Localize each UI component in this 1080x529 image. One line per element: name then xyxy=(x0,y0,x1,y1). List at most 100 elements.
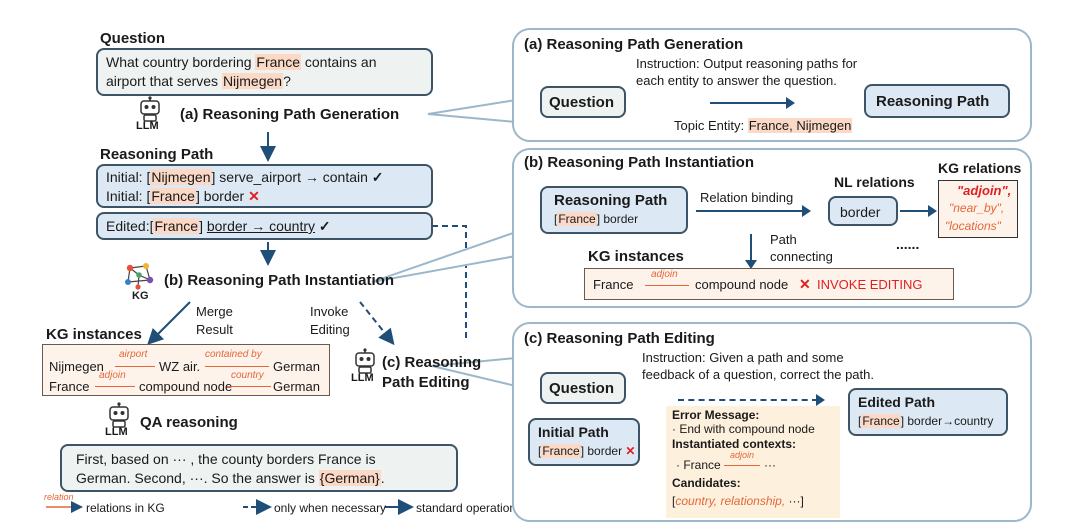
cross-icon: ✕ xyxy=(799,276,811,292)
panel-a-arrow xyxy=(710,102,788,104)
invoke-editing-label: INVOKE EDITING xyxy=(817,277,923,292)
initial-path-value: [France] border ✕ xyxy=(538,444,636,458)
check-icon: ✓ xyxy=(318,218,331,234)
question-text-1a: What country bordering xyxy=(106,54,256,70)
path-connecting-arrow-head xyxy=(745,260,757,269)
kg-relation-locations: "locations" xyxy=(945,219,1001,233)
kg-row1-relation1: airport xyxy=(119,349,148,360)
edited-path-result-box: Edited Path [France] border→country xyxy=(848,388,1008,436)
question-text-1b: contains an xyxy=(300,54,377,70)
llm-label: LLM xyxy=(351,372,374,384)
panel-a-instruction-2: each entity to answer the question. xyxy=(636,73,837,88)
panel-c-dashed-arrow-head xyxy=(816,394,825,406)
llm-robot-icon: LLM xyxy=(136,96,163,136)
panel-c-question-box: Question xyxy=(540,372,626,404)
kg-row1-relation2: contained by xyxy=(205,349,262,360)
panel-b-inst-relation: adjoin xyxy=(651,269,678,280)
kg-relation-adjoin: "adjoin", xyxy=(957,183,1012,198)
merge-label-2: Result xyxy=(196,322,233,337)
qa-reasoning-heading: QA reasoning xyxy=(140,414,238,431)
panel-a-reasoning-path-label: Reasoning Path xyxy=(876,93,990,110)
initial-path-box: Initial Path [France] border ✕ xyxy=(528,418,640,466)
panel-b-rp-relation: border xyxy=(603,212,639,226)
panel-c-dashed-arrow xyxy=(678,399,818,401)
invoke-label-2: Editing xyxy=(310,322,350,337)
edited-path-value: [France] border→country xyxy=(858,414,994,428)
panel-c-title: (c) Reasoning Path Editing xyxy=(524,330,715,347)
legend-relation-label: relation xyxy=(44,492,74,502)
panel-a-arrow-head xyxy=(786,97,795,109)
initial-path-2: Initial: [France] border ✕ xyxy=(106,188,260,205)
edited-prefix: Edited:[ xyxy=(106,218,154,234)
initial1-path: ] serve_airport → contain xyxy=(211,169,368,185)
step-c-label-2: Path Editing xyxy=(382,374,470,391)
llm-robot-icon: LLM xyxy=(351,348,378,388)
nl-to-kg-arrow-head xyxy=(928,205,937,217)
initial2-entity: France xyxy=(150,188,196,204)
panel-b-kg-instances-heading: KG instances xyxy=(588,248,684,265)
topic-label: Topic Entity: xyxy=(674,118,748,133)
path-connecting-label-1: Path xyxy=(770,232,797,247)
context-arrow xyxy=(724,465,760,466)
feedback-box: Error Message: · End with compound node … xyxy=(666,406,840,518)
context-relation: adjoin xyxy=(730,450,755,460)
panel-c-instruction-2: feedback of a question, correct the path… xyxy=(642,367,874,382)
check-icon: ✓ xyxy=(371,169,384,185)
arrow-merge-result xyxy=(147,301,191,345)
kg-row1-arrow1 xyxy=(115,366,155,367)
question-text-2a: airport that serves xyxy=(106,73,222,89)
topic-entities: France, Nijmegen xyxy=(747,118,853,133)
kg-row2-entity1: France xyxy=(49,379,90,394)
initial2-prefix: Initial: [ xyxy=(106,188,151,204)
relation-binding-label: Relation binding xyxy=(700,190,794,205)
panel-b-rp-path: [France] border xyxy=(554,212,639,226)
path-connecting-arrow xyxy=(750,234,752,262)
panel-b-inst-arrow xyxy=(645,285,689,286)
panel-b-rp-entity: France xyxy=(557,212,597,226)
edited-relations: border → country xyxy=(206,218,316,234)
initial-path-entity: France xyxy=(541,444,581,458)
legend-relations-text: relations in KG xyxy=(86,501,165,515)
kg-graph-icon: KG xyxy=(122,262,156,304)
edited-path-text: Edited:[France] border → country ✓ xyxy=(106,218,331,235)
path-connecting-label-2: connecting xyxy=(770,249,833,264)
edited-path-box: Edited:[France] border → country ✓ xyxy=(96,212,433,240)
question-entity-france: France xyxy=(255,54,301,70)
panel-a-title: (a) Reasoning Path Generation xyxy=(524,36,744,53)
panel-b-kg-instance-box: France adjoin compound node ✕ INVOKE EDI… xyxy=(584,268,954,300)
edited-path-relation: border→country xyxy=(907,414,994,428)
kg-row1-entity3: German xyxy=(273,359,320,374)
question-heading: Question xyxy=(100,30,166,47)
callout-a xyxy=(427,98,517,124)
kg-row2-arrow1 xyxy=(95,386,135,387)
reasoning-path-heading: Reasoning Path xyxy=(100,146,214,163)
kg-row1-entity1: Nijmegen xyxy=(49,359,104,374)
kg-icon-label: KG xyxy=(132,290,149,302)
answer-end: . xyxy=(380,470,385,486)
invoke-label-1: Invoke xyxy=(310,304,349,319)
kg-row2-entity3: German xyxy=(273,379,320,394)
panel-a-question-label: Question xyxy=(549,94,615,111)
llm-robot-icon: LLM xyxy=(105,402,132,442)
kg-instances-heading: KG instances xyxy=(46,326,142,343)
question-line-1: What country bordering France contains a… xyxy=(106,54,376,70)
kg-relations-heading: KG relations xyxy=(938,160,1022,176)
question-box: What country bordering France contains a… xyxy=(96,48,433,96)
legend-dashed-text: only when necessary xyxy=(274,501,387,515)
initial-paths-box: Initial: [Nijmegen] serve_airport → cont… xyxy=(96,164,433,208)
kg-relation-near-by: "near_by", xyxy=(949,201,1005,215)
panel-b-rp-title: Reasoning Path xyxy=(554,192,668,209)
initial-path-1: Initial: [Nijmegen] serve_airport → cont… xyxy=(106,169,384,186)
kg-relations-box: "adjoin", "near_by", "locations" xyxy=(938,180,1018,238)
kg-row2-relation1: adjoin xyxy=(99,370,126,381)
error-message-item: · End with compound node xyxy=(672,422,815,436)
kg-row2-entity2: compound node xyxy=(139,379,233,394)
panel-a-instruction-1: Instruction: Output reasoning paths for xyxy=(636,56,858,71)
arrow-editing-to-edited xyxy=(416,218,467,338)
nl-relation-border-box: border xyxy=(828,196,898,226)
initial-path-relation: border xyxy=(587,444,623,458)
question-entity-nijmegen: Nijmegen xyxy=(221,73,284,89)
panel-b-inst-entity1: France xyxy=(593,277,634,292)
relation-binding-arrow-head xyxy=(802,205,811,217)
panel-b: (b) Reasoning Path Instantiation Reasoni… xyxy=(512,148,1032,308)
